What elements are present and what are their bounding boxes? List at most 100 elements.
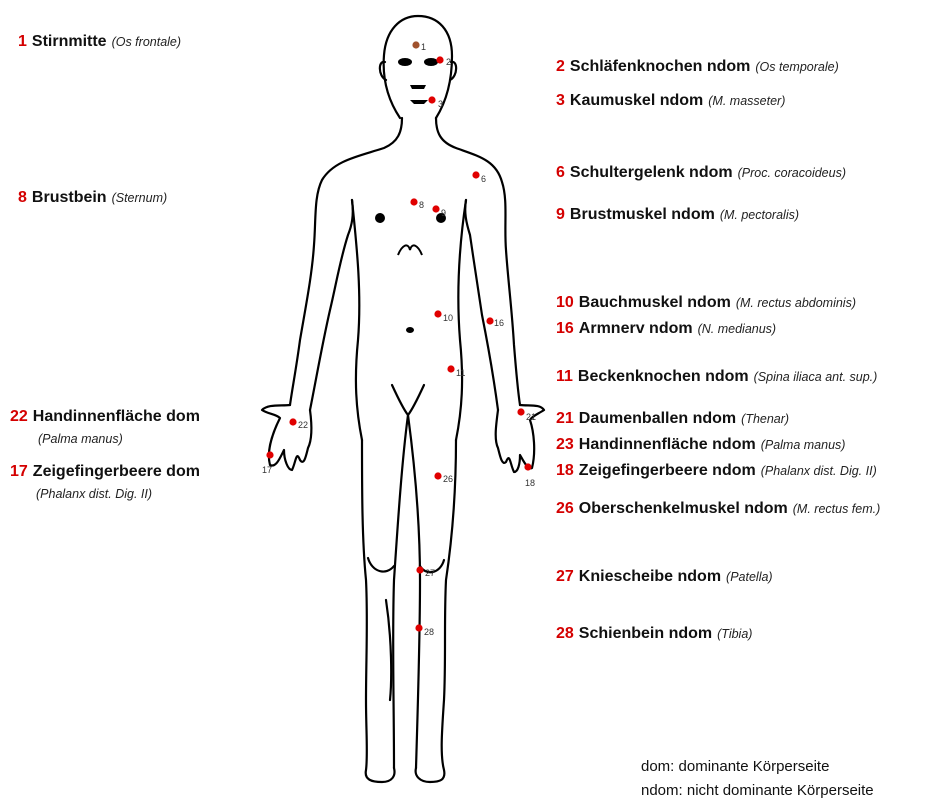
point-latin: (N. medianus) [698, 322, 777, 336]
point-number: 8 [18, 189, 27, 206]
point-name: Handinnenfläche ndom [579, 436, 756, 453]
point-number: 23 [556, 436, 574, 453]
marker-dot-1 [412, 41, 419, 48]
point-name: Schienbein ndom [579, 625, 712, 642]
point-name: Schultergelenk ndom [570, 164, 733, 181]
label-point-8: 8 Brustbein (Sternum) [18, 189, 167, 207]
marker-dot-6 [472, 171, 479, 178]
marker-dot-9 [432, 205, 439, 212]
point-latin: (Tibia) [717, 627, 752, 641]
marker-dot-21 [517, 408, 524, 415]
label-point-9: 9 Brustmuskel ndom (M. pectoralis) [556, 206, 799, 224]
point-number: 17 [10, 463, 28, 480]
point-number: 3 [556, 92, 565, 109]
point-name: Oberschenkelmuskel ndom [579, 500, 788, 517]
label-point-26: 26 Oberschenkelmuskel ndom (M. rectus fem.… [556, 500, 880, 518]
point-latin: (Sternum) [112, 191, 168, 205]
point-number: 11 [556, 368, 573, 385]
point-number: 22 [10, 408, 28, 425]
marker-number-21: 21 [526, 412, 536, 422]
marker-number-11: 11 [456, 368, 465, 378]
label-point-16: 16 Armnerv ndom (N. medianus) [556, 320, 776, 338]
point-number: 6 [556, 164, 565, 181]
label-point-1: 1 Stirnmitte (Os frontale) [18, 33, 181, 51]
point-number: 9 [556, 206, 565, 223]
point-number: 21 [556, 410, 574, 427]
label-point-3: 3 Kaumuskel ndom (M. masseter) [556, 92, 785, 110]
point-name: Handinnenfläche dom [33, 408, 200, 425]
point-latin: (M. masseter) [708, 94, 785, 108]
point-name: Daumenballen ndom [579, 410, 736, 427]
marker-dot-18 [524, 463, 531, 470]
point-name: Beckenknochen ndom [578, 368, 749, 385]
label-point-11: 11 Beckenknochen ndom (Spina iliaca ant. s… [556, 368, 877, 386]
marker-number-9: 9 [441, 208, 446, 218]
marker-dot-28 [415, 624, 422, 631]
marker-dot-22 [289, 418, 296, 425]
marker-number-17: 17 [262, 465, 272, 475]
point-latin: (Palma manus) [761, 438, 846, 452]
point-latin: (Os frontale) [112, 35, 181, 49]
marker-dot-2 [436, 56, 443, 63]
point-name: Armnerv ndom [579, 320, 693, 337]
marker-number-10: 10 [443, 313, 453, 323]
marker-number-3: 3 [438, 99, 443, 109]
marker-number-27: 27 [425, 568, 435, 578]
point-name: Schläfenknochen ndom [570, 58, 750, 75]
point-name: Brustbein [32, 189, 107, 206]
point-name: Kniescheibe ndom [579, 568, 721, 585]
label-point-2: 2 Schläfenknochen ndom (Os temporale) [556, 58, 839, 76]
point-latin: (Proc. coracoideus) [738, 166, 846, 180]
point-name: Stirnmitte [32, 33, 107, 50]
point-name: Zeigefingerbeere ndom [579, 462, 756, 479]
point-number: 18 [556, 462, 574, 479]
torso-details [398, 245, 422, 255]
point-latin: (M. rectus fem.) [793, 502, 881, 516]
label-point-18: 18 Zeigefingerbeere ndom (Phalanx dist. Di… [556, 462, 877, 480]
point-name: Brustmuskel ndom [570, 206, 715, 223]
marker-number-18: 18 [525, 478, 535, 488]
marker-number-2: 2 [446, 57, 451, 67]
point-number: 2 [556, 58, 565, 75]
point-latin: (Thenar) [741, 412, 789, 426]
point-number: 26 [556, 500, 574, 517]
marker-dot-11 [447, 365, 454, 372]
point-name: Zeigefingerbeere dom [33, 463, 200, 480]
point-latin: (Spina iliaca ant. sup.) [754, 370, 878, 384]
point-latin: (M. rectus abdominis) [736, 296, 856, 310]
point-latin: (Os temporale) [755, 60, 838, 74]
point-number: 1 [18, 33, 27, 50]
label-point-23: 23 Handinnenfläche ndom (Palma manus) [556, 436, 845, 454]
label-point-28: 28 Schienbein ndom (Tibia) [556, 625, 752, 643]
point-number: 10 [556, 294, 574, 311]
label-point-21: 21 Daumenballen ndom (Thenar) [556, 410, 789, 428]
label-point-17: 17 Zeigefingerbeere dom [10, 463, 200, 481]
point-number: 27 [556, 568, 574, 585]
point-latin: (Palma manus) [38, 432, 123, 446]
marker-number-26: 26 [443, 474, 453, 484]
point-latin: (Phalanx dist. Dig. II) [761, 464, 877, 478]
marker-dot-16 [486, 317, 493, 324]
marker-number-28: 28 [424, 627, 434, 637]
marker-number-22: 22 [298, 420, 308, 430]
legend-dom: dom: dominante Körperseite [641, 758, 829, 775]
point-number: 28 [556, 625, 574, 642]
marker-dot-8 [410, 198, 417, 205]
marker-number-6: 6 [481, 174, 486, 184]
point-latin: (M. pectoralis) [720, 208, 799, 222]
marker-dot-10 [434, 310, 441, 317]
marker-number-1: 1 [421, 42, 426, 52]
marker-dot-17 [266, 451, 273, 458]
legend-ndom: ndom: nicht dominante Körperseite [641, 782, 874, 799]
point-name: Kaumuskel ndom [570, 92, 703, 109]
body-outline [262, 16, 544, 782]
point-number: 16 [556, 320, 574, 337]
marker-dot-3 [428, 96, 435, 103]
label-point-6: 6 Schultergelenk ndom (Proc. coracoideus) [556, 164, 846, 182]
point-latin: (Phalanx dist. Dig. II) [36, 487, 152, 501]
marker-number-8: 8 [419, 200, 424, 210]
